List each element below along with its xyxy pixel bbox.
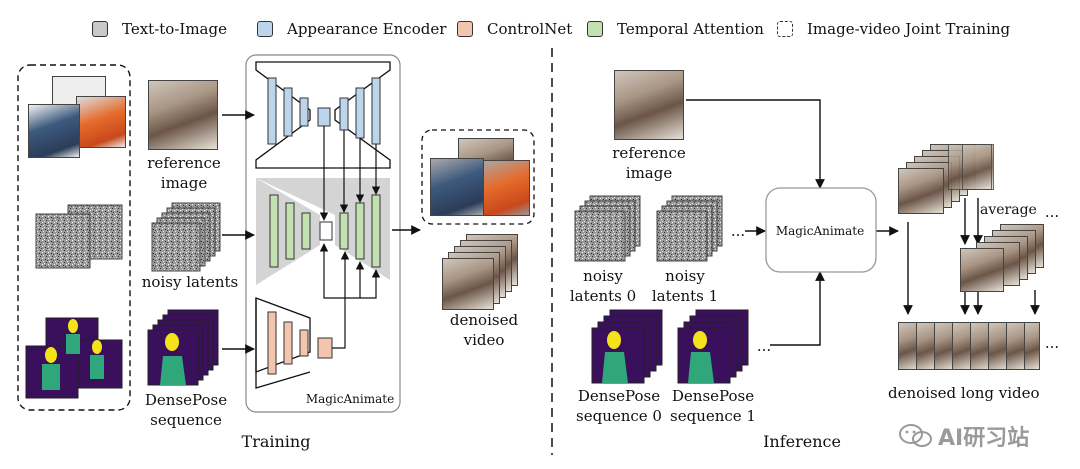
noise-latent-icon [35,202,221,272]
video-frame [962,144,992,190]
legend-label: Temporal Attention [617,20,764,38]
legend-item-text-to-image: Text-to-Image [92,20,227,38]
watermark-text: AI研习站 [938,426,1030,451]
legend-label: Appearance Encoder [287,20,447,38]
output-photo [430,158,484,216]
reference-image-inference [614,70,684,140]
arrow-icon [686,99,825,189]
legend-swatch-green [587,21,603,37]
wechat-icon [899,424,932,447]
video-frame [1024,322,1040,370]
legend-label: Image-video Joint Training [807,20,1011,38]
legend-swatch-gray [92,21,108,37]
legend-item-joint-training: Image-video Joint Training [777,20,1010,38]
legend-swatch-dashed [777,21,793,37]
legend-item-appearance-encoder: Appearance Encoder [257,20,446,38]
inference-arrows [686,99,1040,346]
legend-item-controlnet: ControlNet [457,20,572,38]
internal-connections [319,126,381,349]
appearance-encoder-blocks [267,77,381,145]
reference-image-training [148,80,218,150]
joint-training-box [17,64,131,411]
arrow-icon [770,271,825,346]
person-photo-icon [76,96,126,148]
training-title: Training [241,432,311,451]
person-photo-icon [28,104,80,158]
training-model-name: MagicAnimate [305,392,395,406]
controlnet-blocks [267,311,333,375]
training-arrows [222,110,421,354]
inference-output-label: denoised long video [888,384,1040,402]
inference-ellipsis: ... [756,337,772,355]
unet-temporal-blocks [269,194,381,268]
video-frame [442,258,494,310]
video-frame [960,248,1004,292]
noise-latent-icon [574,195,723,262]
inference-model-name: MagicAnimate [775,224,865,238]
output-joint-box [421,129,535,225]
densepose-icon [25,309,749,399]
legend-label: Text-to-Image [122,20,227,38]
legend-label: ControlNet [487,20,573,38]
inference-ellipsis: ... [1044,334,1060,352]
magicanimate-inference-box [765,187,877,273]
inference-ellipsis: ... [730,222,746,240]
video-frame [898,168,944,214]
legend-swatch-orange [457,21,473,37]
legend-item-temporal-attention: Temporal Attention [587,20,764,38]
inference-ellipsis: ... [1044,203,1060,221]
watermark: AI研习站 [898,420,1029,452]
inference-title: Inference [763,432,841,451]
training-noisy-label: noisy latents [141,273,239,291]
legend-swatch-blue [257,21,273,37]
average-label: average [980,202,1037,218]
